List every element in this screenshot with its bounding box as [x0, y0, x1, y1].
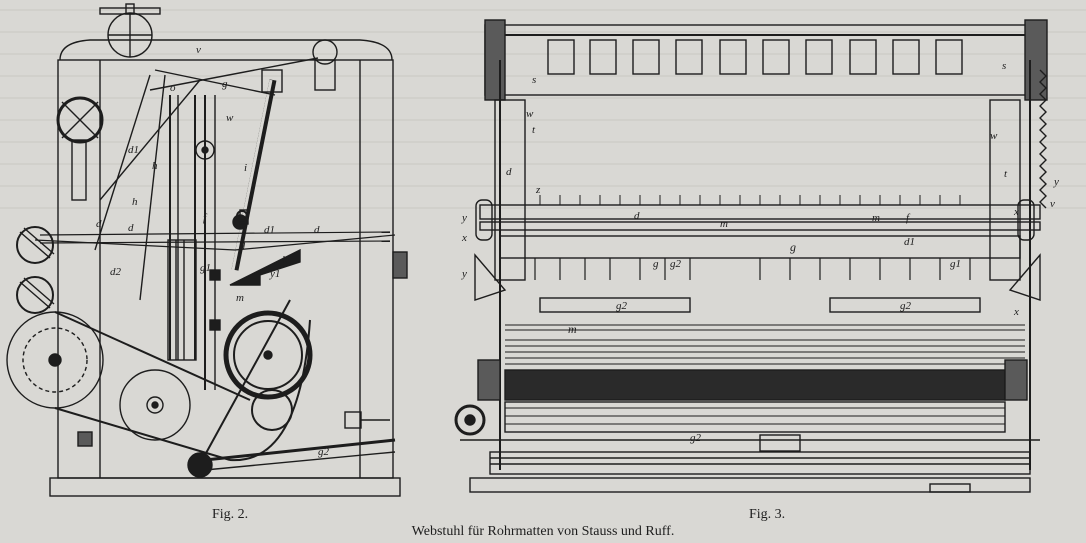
fig3-letter-g: g [653, 258, 659, 270]
fig2-letter-g1: g1 [200, 262, 211, 274]
fig2-letter-d1: d1 [128, 144, 139, 156]
fig3-reed-right [829, 297, 981, 313]
fig3-letter-d-left: d [506, 166, 512, 178]
fig2-letter-w: w [226, 112, 234, 124]
fig2-stepped-cam [229, 248, 301, 286]
fig2-letter-y1: y1 [270, 268, 281, 280]
fig2-letter-d-right: d [314, 224, 320, 236]
fig3-letter-t-right: t [1004, 168, 1008, 180]
fig3-bar-d [479, 204, 1041, 220]
fig3-letter-w-right: w [990, 130, 998, 142]
fig3-letter-m-upper: m [720, 218, 728, 230]
fig3-lower-roll [504, 401, 1006, 433]
fig3-letter-w: w [526, 108, 534, 120]
fig3-letter-m-right: m [872, 212, 880, 224]
fig2-flywheel [119, 369, 191, 441]
fig3-front-view [454, 19, 1048, 493]
plate-caption: Webstuhl für Rohrmatten von Stauss und R… [411, 524, 675, 539]
fig3-letter-f: f [906, 212, 910, 224]
fig2-top-cornice [59, 39, 393, 61]
fig3-letter-t: t [532, 124, 536, 136]
fig3-letter-g2-reed-right: g2 [900, 300, 911, 312]
fig2-letter-h2: h [132, 196, 138, 208]
fig2-letter-d2: d2 [110, 266, 121, 278]
fig2-letter-d: d [96, 218, 102, 230]
fig2-letter-v: v [196, 44, 201, 56]
figure-2-label: Fig. 2. [212, 507, 249, 522]
fig3-letter-y: y [462, 212, 467, 224]
fig3-letter-y-lower: y [462, 268, 467, 280]
fig3-letter-d: d [634, 210, 640, 222]
fig2-letter-o: o [170, 82, 176, 94]
fig2-letter-h-right: h [282, 254, 288, 266]
fig3-letter-z: z [536, 184, 541, 196]
fig3-cloth-roll [504, 369, 1006, 401]
fig2-letter-g: g [222, 78, 228, 90]
fig3-left-crank [474, 253, 507, 301]
fig2-roller-d [16, 226, 54, 264]
fig3-letter-x-lower-right: x [1014, 306, 1019, 318]
fig3-letter-d1: d1 [904, 236, 915, 248]
fig2-base [49, 477, 401, 497]
fig3-right-crank [1008, 253, 1041, 301]
fig3-letter-g2-upper: g2 [670, 258, 681, 270]
fig3-needles [534, 258, 971, 280]
fig3-letter-g1: g1 [950, 258, 961, 270]
fig3-slots [547, 39, 963, 75]
fig2-roller-d2 [16, 276, 54, 314]
fig2-ratchet-wheel [56, 96, 104, 201]
fig2-top-wheel [99, 3, 161, 58]
fig3-reed-left [539, 297, 691, 313]
fig3-letter-g2-reed-left: g2 [616, 300, 627, 312]
fig2-letter-d-belt: d [128, 222, 134, 234]
fig3-letter-m-mat-left: m [568, 322, 577, 336]
fig3-spring [1039, 69, 1047, 209]
fig3-mat [505, 324, 1025, 365]
fig3-letter-x: x [462, 232, 467, 244]
fig3-letter-v-right: v [1050, 198, 1055, 210]
fig3-letter-s: s [532, 74, 537, 86]
fig2-side-view [6, 3, 408, 497]
fig2-top-roller [312, 39, 338, 65]
figure-3-label: Fig. 3. [749, 507, 786, 522]
fig2-letter-d1-right: d1 [264, 224, 275, 236]
fig2-letter-m: m [236, 292, 244, 304]
fig3-bottom-beam [489, 451, 1031, 475]
fig2-letter-i: i [244, 162, 248, 174]
fig2-belt-drum [223, 310, 313, 400]
fig2-letter-f: f [203, 212, 207, 224]
fig2-letter-g2: g2 [318, 446, 329, 458]
fig3-letter-x-right: x [1014, 206, 1019, 218]
fig3-letter-s-right: s [1002, 60, 1007, 72]
fig3-gear [454, 404, 486, 436]
fig2-letter-g-lower: g [240, 238, 246, 250]
fig3-letter-g2-bottom: g2 [690, 432, 701, 444]
fig3-letter-g-center: g [790, 240, 796, 254]
fig3-letter-y-right: y [1054, 176, 1059, 188]
fig2-letter-h: h [152, 160, 158, 172]
